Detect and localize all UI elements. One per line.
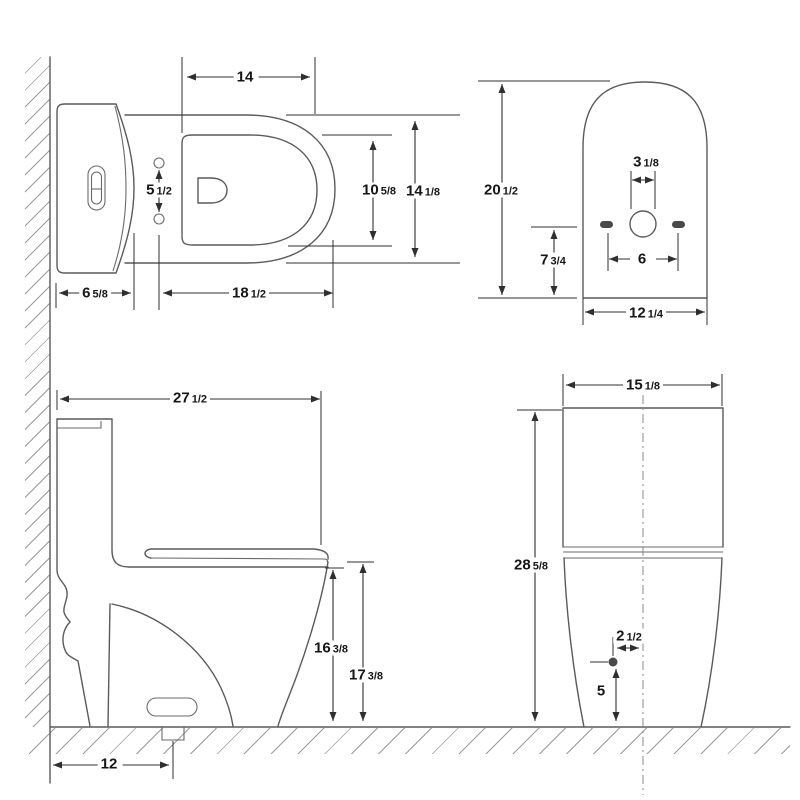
wall-and-floor: [49, 56, 791, 784]
seat-lid-profile: [144, 548, 329, 560]
plan-flush-opening: [197, 177, 228, 204]
back-view: [478, 80, 708, 325]
seat-bolt-hole: [153, 157, 165, 169]
base-skirt-curve: [111, 603, 234, 727]
plan-view: [55, 57, 460, 310]
front-base-right: [700, 557, 723, 728]
tank-lid-seam: [57, 421, 102, 429]
side-back-profile: [56, 418, 91, 727]
plan-bowl-outline: [124, 114, 336, 264]
floor-hatching: [29, 728, 790, 754]
base-recess: [146, 697, 198, 717]
side-tank-outline: [56, 418, 329, 568]
plan-seat-outline: [181, 134, 318, 246]
plan-tank-seam: [112, 105, 127, 272]
mounting-bolt-slot: [600, 221, 613, 228]
wall-hatching: [25, 57, 50, 727]
water-inlet-hole: [629, 210, 657, 238]
bowl-front-profile: [277, 561, 329, 727]
seat-bolt-hole: [153, 213, 165, 225]
base-skirt-line: [107, 603, 111, 727]
flush-button-inner: [90, 171, 103, 205]
dim-label-side-drain-setback: 12: [97, 756, 123, 772]
seat-profile: [150, 557, 329, 563]
front-view: [517, 374, 724, 795]
mounting-bolt-slot: [672, 221, 685, 228]
flush-button-outer: [87, 165, 106, 211]
back-body-outline: [582, 81, 708, 299]
side-bolt-cap: [608, 657, 618, 667]
drain-outlet: [161, 726, 185, 741]
front-base-left: [563, 557, 585, 728]
side-view: [53, 390, 374, 779]
plan-tank-outline: [56, 103, 135, 274]
dim-label-back-bolt-spacing: 6: [634, 251, 652, 267]
dim-label-plan-seat-width: 14: [233, 69, 259, 85]
dim-label-front-bolt-floor: 5: [593, 683, 611, 699]
